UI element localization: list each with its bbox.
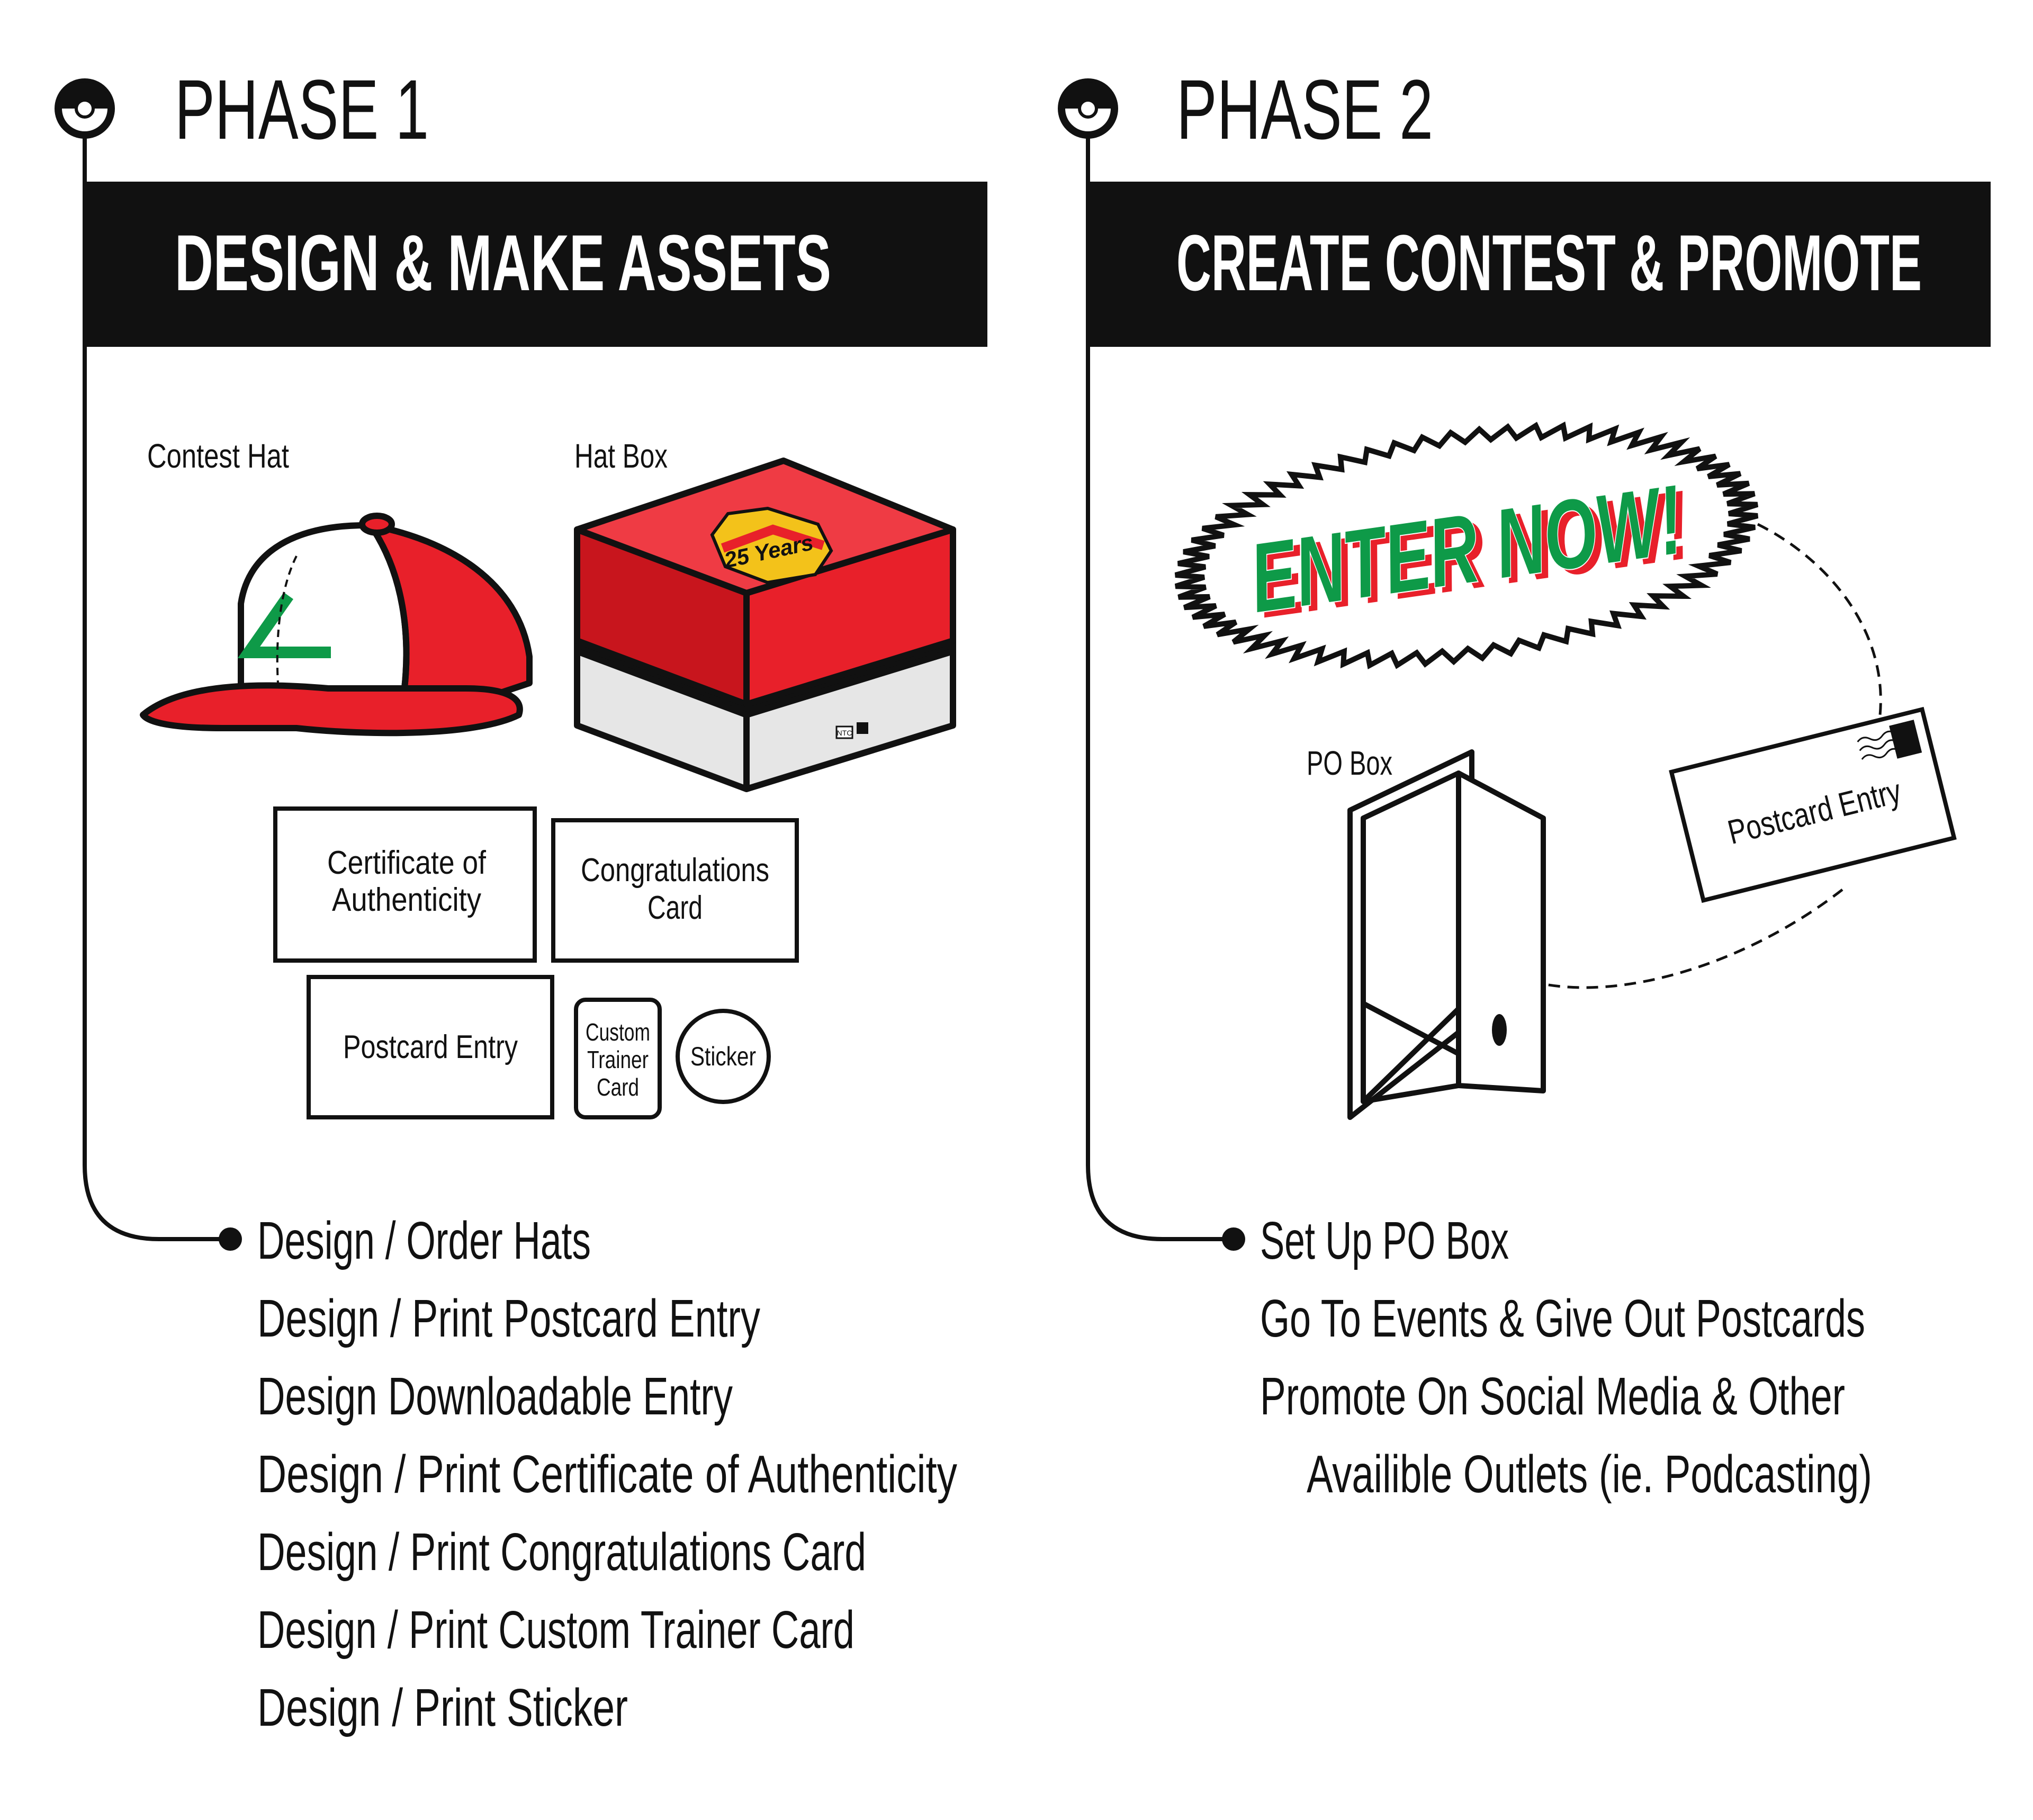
phase-1-end-dot <box>219 1227 242 1251</box>
enter-now-burst <box>1174 422 1759 669</box>
trainer-card-line-3: Card <box>597 1073 639 1101</box>
phase-1-task: Design / Order Hats <box>257 1211 591 1270</box>
trainer-card-line-2: Trainer <box>587 1046 649 1073</box>
box-side-mark-text: NTC <box>837 729 852 737</box>
postcard-entry-tilted: Postcard Entry <box>1669 706 1957 903</box>
po-box-label: PO Box <box>1307 744 1392 782</box>
phase-2-label: PHASE 2 <box>1176 62 1433 157</box>
phase-2: PHASE 2 CREATE CONTEST & PROMOTE ENTER N… <box>1058 62 1991 1504</box>
phase-1-timeline <box>83 138 228 1241</box>
phase-1-task: Design / Print Certificate of Authentici… <box>257 1445 957 1504</box>
po-box-door-illustration <box>1347 749 1546 1120</box>
phase-2-task: Go To Events & Give Out Postcards <box>1260 1289 1865 1348</box>
phase-1-banner-title: DESIGN & MAKE ASSETS <box>175 218 831 307</box>
phase-2-task: Set Up PO Box <box>1260 1211 1509 1270</box>
phase-1-task: Design / Print Sticker <box>257 1678 628 1737</box>
certificate-line-1: Certificate of <box>327 845 487 881</box>
pokeball-icon <box>1058 78 1118 139</box>
anniversary-badge-icon: 25 Years <box>710 506 833 585</box>
congrats-line-1: Congratulations <box>581 852 769 889</box>
phase-2-task: Availible Outlets (ie. Podcasting) <box>1307 1445 1872 1504</box>
phase-1-task: Design / Print Postcard Entry <box>257 1289 760 1348</box>
postmark-icon <box>1857 730 1900 760</box>
phase-1-task: Design Downloadable Entry <box>257 1367 733 1426</box>
phase-1-task-list: Design / Order Hats Design / Print Postc… <box>257 1211 957 1737</box>
burst-to-postcard-arrow <box>1757 523 1882 721</box>
pokeball-icon <box>55 78 115 139</box>
certificate-card: Certificate of Authenticity <box>273 806 537 963</box>
sticker: Sticker <box>676 1009 771 1104</box>
phase-1-banner <box>85 182 987 347</box>
phase-2-task-list: Set Up PO Box Go To Events & Give Out Po… <box>1260 1211 1872 1504</box>
phase-2-banner <box>1088 182 1991 347</box>
box-side-marks: NTC <box>835 722 868 739</box>
contest-hat-label: Contest Hat <box>147 437 289 475</box>
door-keyhole-icon <box>1492 1014 1507 1046</box>
phase-2-timeline <box>1086 138 1231 1241</box>
postcard-entry-card: Postcard Entry <box>307 975 554 1119</box>
congratulations-card: Congratulations Card <box>551 818 799 963</box>
sticker-text: Sticker <box>690 1042 756 1071</box>
phase-2-banner-title: CREATE CONTEST & PROMOTE <box>1176 218 1922 307</box>
trainer-card-line-1: Custom <box>586 1018 650 1046</box>
hat-stitching <box>276 555 298 684</box>
congrats-line-2: Card <box>647 890 703 926</box>
hat-box-label: Hat Box <box>574 437 668 475</box>
contest-hat-illustration <box>140 513 533 737</box>
custom-trainer-card: Custom Trainer Card <box>574 998 662 1119</box>
phase-2-task: Promote On Social Media & Other <box>1260 1367 1845 1426</box>
phase-1-task: Design / Print Congratulations Card <box>257 1522 866 1582</box>
phase-1-label: PHASE 1 <box>175 62 429 157</box>
phase-2-end-dot <box>1222 1227 1245 1251</box>
postcard-entry-text: Postcard Entry <box>343 1029 518 1065</box>
hat-logo-icon <box>237 592 331 658</box>
phase-1: PHASE 1 DESIGN & MAKE ASSETS Contest Hat… <box>55 62 987 1737</box>
certificate-line-2: Authenticity <box>332 882 481 918</box>
phase-1-task: Design / Print Custom Trainer Card <box>257 1600 854 1660</box>
